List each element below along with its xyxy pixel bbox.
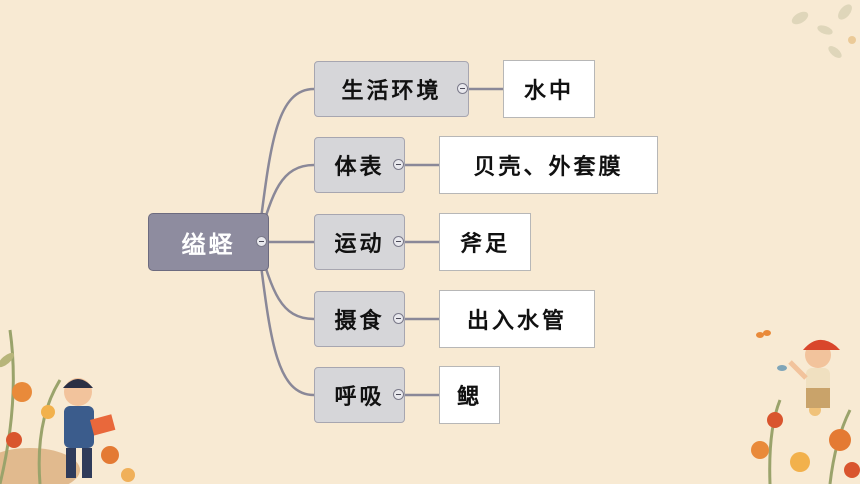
leaf-detail-movement[interactable]: 斧足 [439, 213, 531, 271]
connector-root-to-branch-5 [256, 240, 316, 397]
branch-topic-body-surface[interactable]: 体表 [314, 137, 405, 193]
flower-cluster-right [751, 399, 860, 484]
branch-topic-respiration[interactable]: 呼吸 [314, 367, 405, 423]
collapse-toggle-root[interactable] [256, 236, 267, 247]
connector-root-to-branch-1 [256, 87, 316, 244]
leaf-detail-feeding[interactable]: 出入水管 [439, 290, 595, 348]
leaf-detail-habitat[interactable]: 水中 [503, 60, 595, 118]
branch-topic-feeding[interactable]: 摄食 [314, 291, 405, 347]
collapse-toggle-feeding[interactable] [393, 313, 404, 324]
collapse-toggle-respiration[interactable] [393, 389, 404, 400]
collapse-toggle-body-surface[interactable] [393, 159, 404, 170]
child-reading-illustration [63, 378, 116, 478]
root-topic[interactable]: 缢蛏 [148, 213, 269, 271]
collapse-toggle-habitat[interactable] [457, 83, 468, 94]
flower-cluster-left [0, 329, 135, 484]
leaf-detail-body-surface[interactable]: 贝壳、外套膜 [439, 136, 658, 194]
child-with-cap-illustration [788, 339, 840, 408]
small-bird-icon [777, 365, 787, 371]
branch-topic-movement[interactable]: 运动 [314, 214, 405, 270]
branch-topic-habitat[interactable]: 生活环境 [314, 61, 469, 117]
collapse-toggle-movement[interactable] [393, 236, 404, 247]
butterfly-icon [756, 330, 771, 338]
leaf-detail-respiration[interactable]: 鳃 [439, 366, 500, 424]
leaf-sprig-icon [791, 4, 856, 58]
